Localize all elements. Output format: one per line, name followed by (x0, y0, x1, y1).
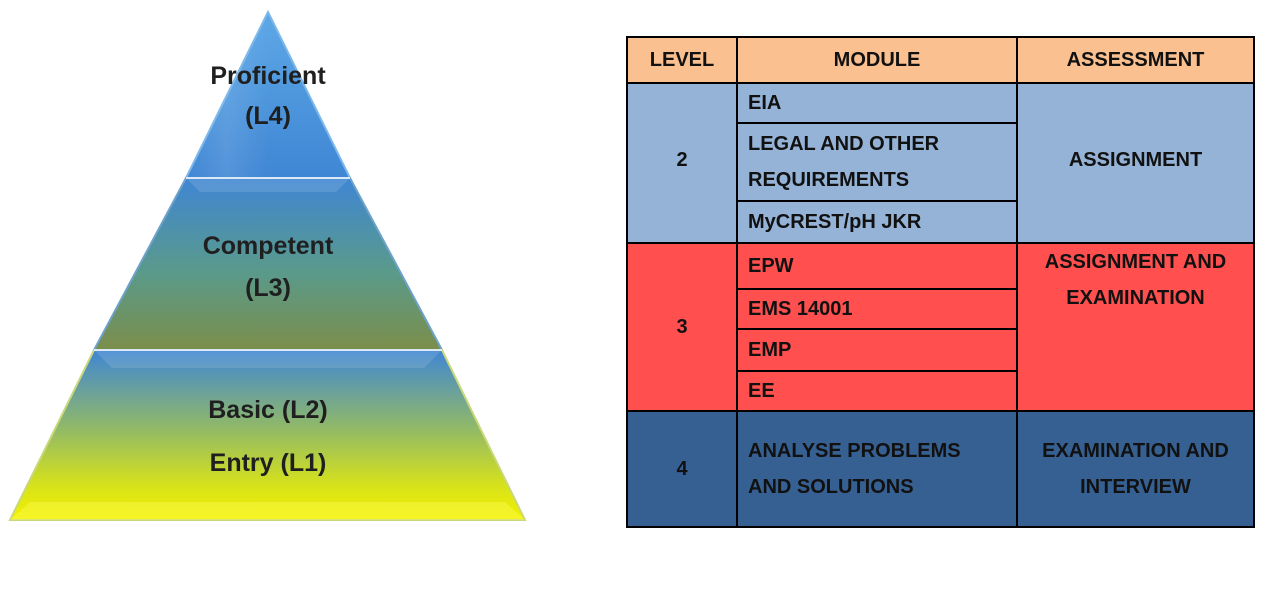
table-row: LEGAL AND OTHER REQUIREMENTS (627, 122, 1254, 202)
header-module: MODULE (736, 36, 1018, 84)
level-cell: 4 (626, 410, 738, 528)
assessment-cell: EXAMINATION AND INTERVIEW (1016, 410, 1255, 528)
table-header-row: LEVEL MODULE ASSESSMENT (626, 36, 1255, 84)
level-cell: 3 (626, 242, 738, 412)
table-row: EMS 14001 (627, 288, 1254, 330)
assessment-cell: ASSIGNMENT (1016, 82, 1255, 244)
table-row: EE (627, 370, 1254, 412)
table-row: EMP (627, 328, 1254, 372)
assessment-cell: ASSIGNMENT AND EXAMINATION (1016, 242, 1255, 412)
tier-label-l4: (L4) (245, 102, 291, 130)
module-cell: EPW (736, 242, 1018, 290)
header-level: LEVEL (626, 36, 738, 84)
module-cell: EMP (736, 328, 1018, 372)
tier-label-entry: Entry (L1) (210, 449, 327, 477)
module-cell: EMS 14001 (736, 288, 1018, 330)
tier-label-l3: (L3) (245, 274, 291, 302)
module-cell: ANALYSE PROBLEMS AND SOLUTIONS (736, 410, 1018, 528)
tier-label-proficient: Proficient (210, 62, 326, 90)
module-cell: LEGAL AND OTHER REQUIREMENTS (736, 122, 1018, 202)
tier-label-competent: Competent (203, 232, 334, 260)
module-cell: EE (736, 370, 1018, 412)
module-cell: EIA (736, 82, 1018, 124)
header-assessment: ASSESSMENT (1016, 36, 1255, 84)
level-cell: 2 (626, 82, 738, 244)
tier-label-basic: Basic (L2) (208, 396, 327, 424)
table-row: MyCREST/pH JKR (627, 200, 1254, 244)
pyramid-tier-bottom (8, 349, 527, 521)
module-cell: MyCREST/pH JKR (736, 200, 1018, 244)
competency-pyramid: Proficient (L4) Competent (L3) Basic (L2… (8, 9, 527, 521)
pyramid-tier-middle (92, 177, 444, 351)
